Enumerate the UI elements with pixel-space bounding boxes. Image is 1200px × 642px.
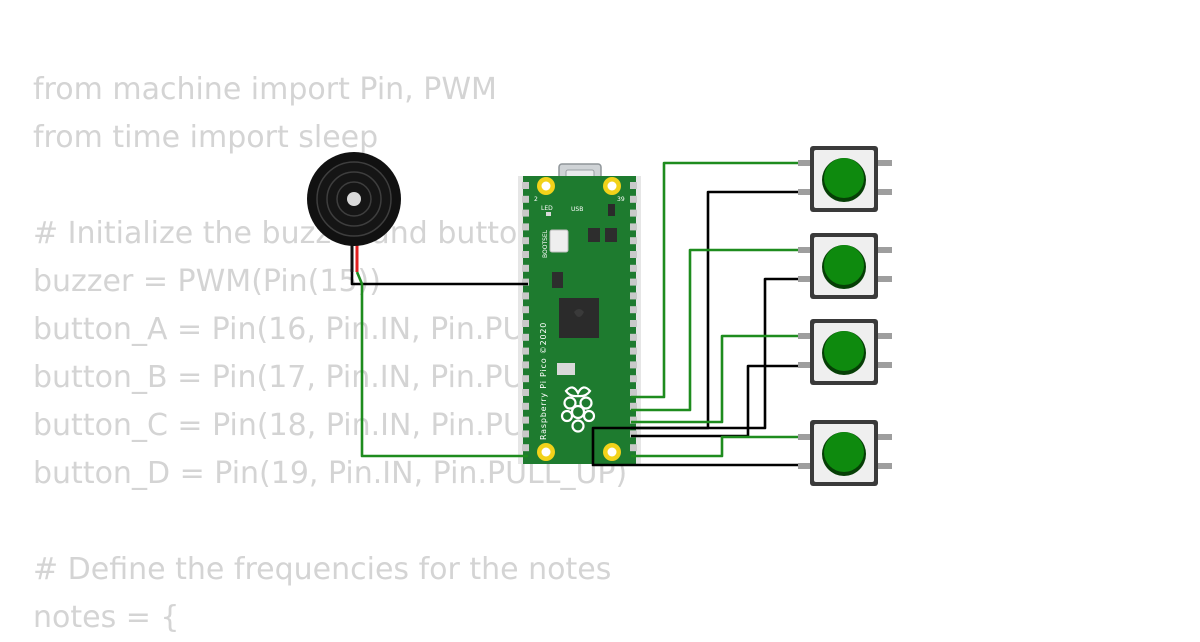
button-cap[interactable]: [824, 245, 864, 285]
header-pin: [630, 430, 637, 438]
rp2040-chip: [559, 298, 599, 338]
right-header-pins: [630, 182, 637, 452]
header-pin: [630, 389, 637, 396]
button-leg: [798, 362, 814, 368]
button-leg: [798, 189, 814, 195]
header-pin: [522, 306, 529, 314]
header-pin: [630, 444, 637, 452]
pin-2-label: 2: [534, 196, 538, 203]
header-pin: [630, 306, 637, 314]
board-name: Raspberry Pi Pico ©2020: [539, 322, 548, 440]
header-pin: [630, 209, 637, 217]
button-cap[interactable]: [824, 158, 864, 198]
code-line: buzzer = PWM(Pin(15)): [33, 264, 381, 299]
wire-buzzer-gpio15[interactable]: [350, 272, 528, 286]
button-leg: [876, 362, 892, 368]
button-leg: [876, 160, 892, 166]
code-line: from machine import Pin, PWM: [33, 72, 497, 107]
left-header-pins: [522, 182, 529, 452]
header-pin: [522, 333, 529, 341]
header-pin: [522, 223, 529, 231]
button-leg: [798, 247, 814, 253]
header-pin: [630, 416, 637, 424]
button-leg: [876, 434, 892, 440]
header-pin: [522, 389, 529, 396]
buzzer[interactable]: [307, 152, 401, 272]
raspberry-logo-icon: [560, 386, 596, 433]
button-leg: [798, 333, 814, 339]
code-line: from time import sleep: [33, 120, 379, 155]
bootsel-button[interactable]: [549, 229, 569, 253]
header-pin: [522, 444, 529, 452]
wire-button-a-signal[interactable]: [631, 161, 812, 399]
header-pin: [522, 209, 529, 217]
header-pin: [522, 182, 529, 189]
pin-39-label: 39: [617, 196, 625, 203]
button-leg: [876, 276, 892, 282]
button-leg: [798, 276, 814, 282]
button-cap[interactable]: [824, 432, 864, 472]
button-leg: [876, 247, 892, 253]
header-pin: [630, 361, 637, 369]
header-pin: [630, 375, 637, 383]
code-line: # Define the frequencies for the notes: [33, 552, 612, 587]
button-leg: [876, 189, 892, 195]
header-pin: [630, 195, 637, 203]
header-pin: [522, 430, 529, 438]
header-pin: [522, 195, 529, 203]
code-line: notes = {: [33, 600, 180, 635]
wire-button-c-gnd[interactable]: [631, 364, 812, 438]
pico-board[interactable]: LED USB 39 2 BOOTSEL Raspberry Pi Pi: [518, 163, 641, 464]
pushbutton-a[interactable]: [798, 146, 892, 212]
header-pin: [630, 292, 637, 300]
wires: [350, 161, 812, 467]
header-pin: [522, 402, 529, 410]
header-pin: [630, 347, 637, 355]
wire-buzzer-gnd[interactable]: [355, 271, 528, 458]
header-pin: [630, 264, 637, 272]
pushbutton-d[interactable]: [798, 420, 892, 486]
header-pin: [630, 237, 637, 245]
pushbutton-b[interactable]: [798, 233, 892, 299]
header-pin: [522, 292, 529, 300]
header-pin: [630, 402, 637, 410]
header-pin: [630, 251, 637, 258]
button-cap[interactable]: [824, 331, 864, 371]
wire-button-b-gnd[interactable]: [631, 277, 812, 430]
wire-button-c-signal[interactable]: [631, 334, 812, 424]
header-pin: [630, 182, 637, 189]
button-leg: [876, 333, 892, 339]
header-pin: [630, 333, 637, 341]
header-pin: [522, 237, 529, 245]
header-pin: [522, 375, 529, 383]
header-pin: [630, 278, 637, 286]
wire-button-b-signal[interactable]: [631, 248, 812, 412]
pushbutton-c[interactable]: [798, 319, 892, 385]
header-pin: [630, 320, 637, 327]
led-label: LED: [541, 205, 553, 212]
header-pin: [522, 264, 529, 272]
header-pin: [522, 347, 529, 355]
usb-label: USB: [571, 206, 583, 213]
wire-button-d-signal[interactable]: [631, 435, 812, 458]
header-pin: [522, 278, 529, 286]
header-pin: [522, 361, 529, 369]
bootsel-label: BOOTSEL: [542, 229, 549, 258]
header-pin: [522, 251, 529, 258]
button-leg: [876, 463, 892, 469]
button-leg: [798, 434, 814, 440]
button-leg: [798, 160, 814, 166]
header-pin: [522, 416, 529, 424]
wire-button-d-gnd[interactable]: [591, 426, 812, 467]
onboard-led: [546, 212, 551, 216]
button-leg: [798, 463, 814, 469]
header-pin: [630, 223, 637, 231]
header-pin: [522, 320, 529, 327]
